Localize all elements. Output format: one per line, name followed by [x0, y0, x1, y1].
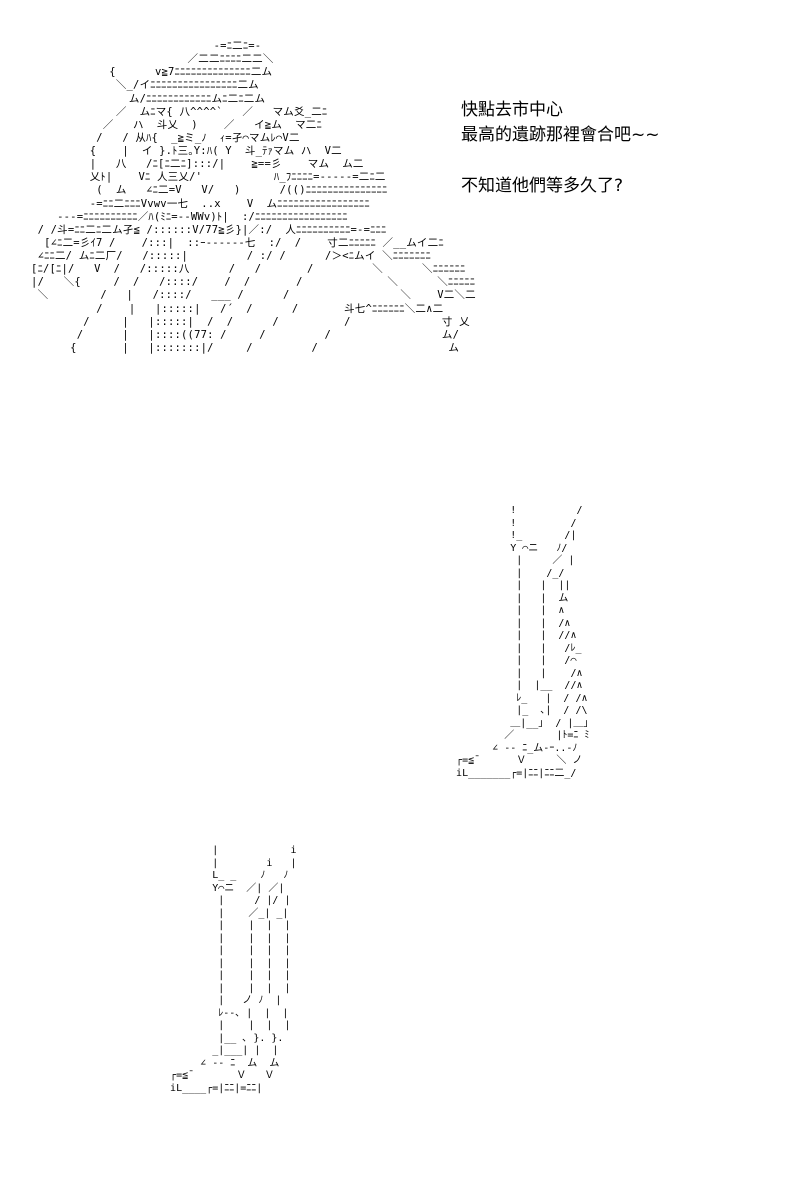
- dialogue-line-1: 快點去市中心: [461, 100, 563, 120]
- dialogue-line-2: 最高的遺跡那裡會合吧~~: [461, 125, 660, 145]
- ascii-art-boots-left: | i | i | L_ _ ﾉ ﾉ Y⌒ニ ／| ／| | / |/ | | …: [170, 845, 297, 1094]
- dialogue-gap: [461, 148, 781, 174]
- dialogue-line-3: 不知道他們等多久了?: [461, 176, 624, 196]
- ascii-art-hooded-figure: -=ﾆ二ﾆ=- ／二二ﾆﾆﾆﾆ二二＼ { v≧7ﾆﾆﾆﾆﾆﾆﾆﾆﾆﾆﾆﾆﾆﾆ二ム…: [31, 40, 476, 354]
- ascii-art-boots-right: ! / ! / !_ /| Y ⌒ニ ﾉ/ | ／ | | /_/ | | ||…: [456, 505, 590, 779]
- dialogue-text: 快點去市中心 最高的遺跡那裡會合吧~~ 不知道他們等多久了?: [461, 98, 781, 199]
